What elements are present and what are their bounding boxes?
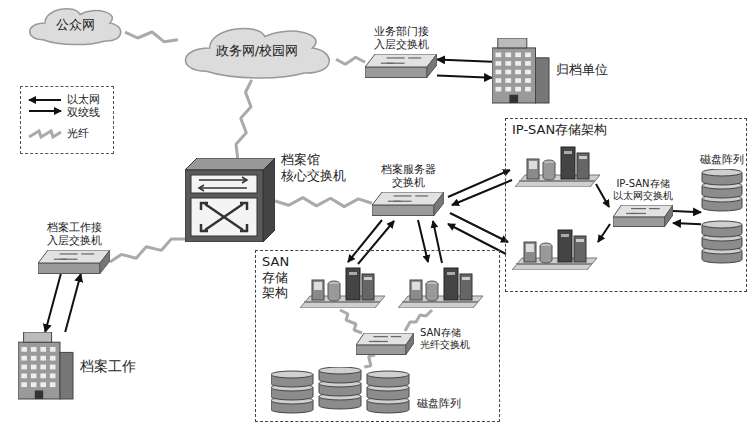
fiber-link — [364, 355, 375, 367]
sw-icon — [365, 54, 437, 78]
sw-icon — [613, 205, 673, 227]
node-label: SAN 存储 架构 — [262, 254, 292, 301]
fiber-link — [340, 310, 432, 333]
disk-array: 磁盘阵列 — [271, 367, 411, 419]
switch-node: 档案服务器 交换机 — [372, 192, 444, 216]
disk3-icon — [271, 367, 411, 419]
bld-icon — [492, 38, 550, 104]
legend-box: 以太网 双绞线 光纤 — [20, 86, 114, 154]
building-node: 档案工作 — [18, 332, 74, 400]
node-label: 公众网 — [56, 17, 95, 33]
switch-node: 档案工作接 入层交换机 — [38, 250, 110, 274]
network-cloud: 公众网 — [25, 4, 125, 46]
switch-node: SAN存储 光纤交换机 — [356, 333, 414, 355]
server — [398, 268, 483, 308]
node-label: 档案工作 — [80, 358, 136, 375]
ethernet-arrow — [437, 76, 492, 78]
sw-icon — [356, 333, 414, 355]
node-label: IP-SAN存储 以太网交换机 — [611, 178, 675, 202]
fiber-link — [236, 80, 252, 158]
building-node: 归档单位 — [492, 38, 550, 104]
server — [512, 230, 597, 270]
node-label: 业务部门接 入层交换机 — [361, 25, 441, 51]
server — [300, 268, 385, 308]
switch-node: 档案馆 核心交换机 — [185, 158, 275, 242]
ethernet-arrow — [437, 60, 492, 62]
node-label: 磁盘阵列 — [417, 397, 461, 410]
legend-text: 光纤 — [67, 127, 89, 140]
node-label: SAN存储 光纤交换机 — [420, 327, 478, 351]
bld-icon — [18, 332, 74, 400]
disk2-icon — [701, 169, 743, 269]
sw-icon — [372, 192, 444, 216]
network-cloud: 政务网/校园网 — [178, 22, 336, 80]
ethernet-arrow — [673, 223, 701, 224]
core-icon — [185, 158, 275, 242]
node-label: 档案馆 核心交换机 — [281, 152, 353, 183]
legend-text: 以太网 双绞线 — [67, 93, 101, 119]
region-frame: IP-SAN存储架构 IP-SAN存储 以太网交换机 磁盘阵列 — [505, 118, 747, 292]
node-label: 归档单位 — [556, 62, 608, 78]
node-label: 档案工作接 入层交换机 — [39, 221, 109, 247]
node-label: 档案服务器 交换机 — [374, 163, 442, 189]
switch-node: 业务部门接 入层交换机 — [365, 54, 437, 78]
ethernet-arrow — [45, 274, 61, 332]
region-frame: SAN 存储 架构SAN存储 光纤交换机磁盘阵列 — [255, 250, 500, 422]
sw-icon — [38, 250, 110, 274]
node-label: 磁盘阵列 — [700, 153, 744, 166]
fiber-link — [275, 198, 372, 207]
node-label: IP-SAN存储架构 — [512, 122, 607, 138]
fiber-link — [110, 239, 185, 262]
disk-array: 磁盘阵列 — [701, 169, 743, 269]
fiber-link — [336, 57, 365, 64]
fiber-link — [125, 32, 178, 42]
ethernet-arrow — [673, 211, 701, 212]
node-label: 政务网/校园网 — [216, 43, 298, 59]
ethernet-arrow — [65, 274, 81, 332]
switch-node: IP-SAN存储 以太网交换机 — [613, 205, 673, 227]
server — [515, 147, 600, 187]
